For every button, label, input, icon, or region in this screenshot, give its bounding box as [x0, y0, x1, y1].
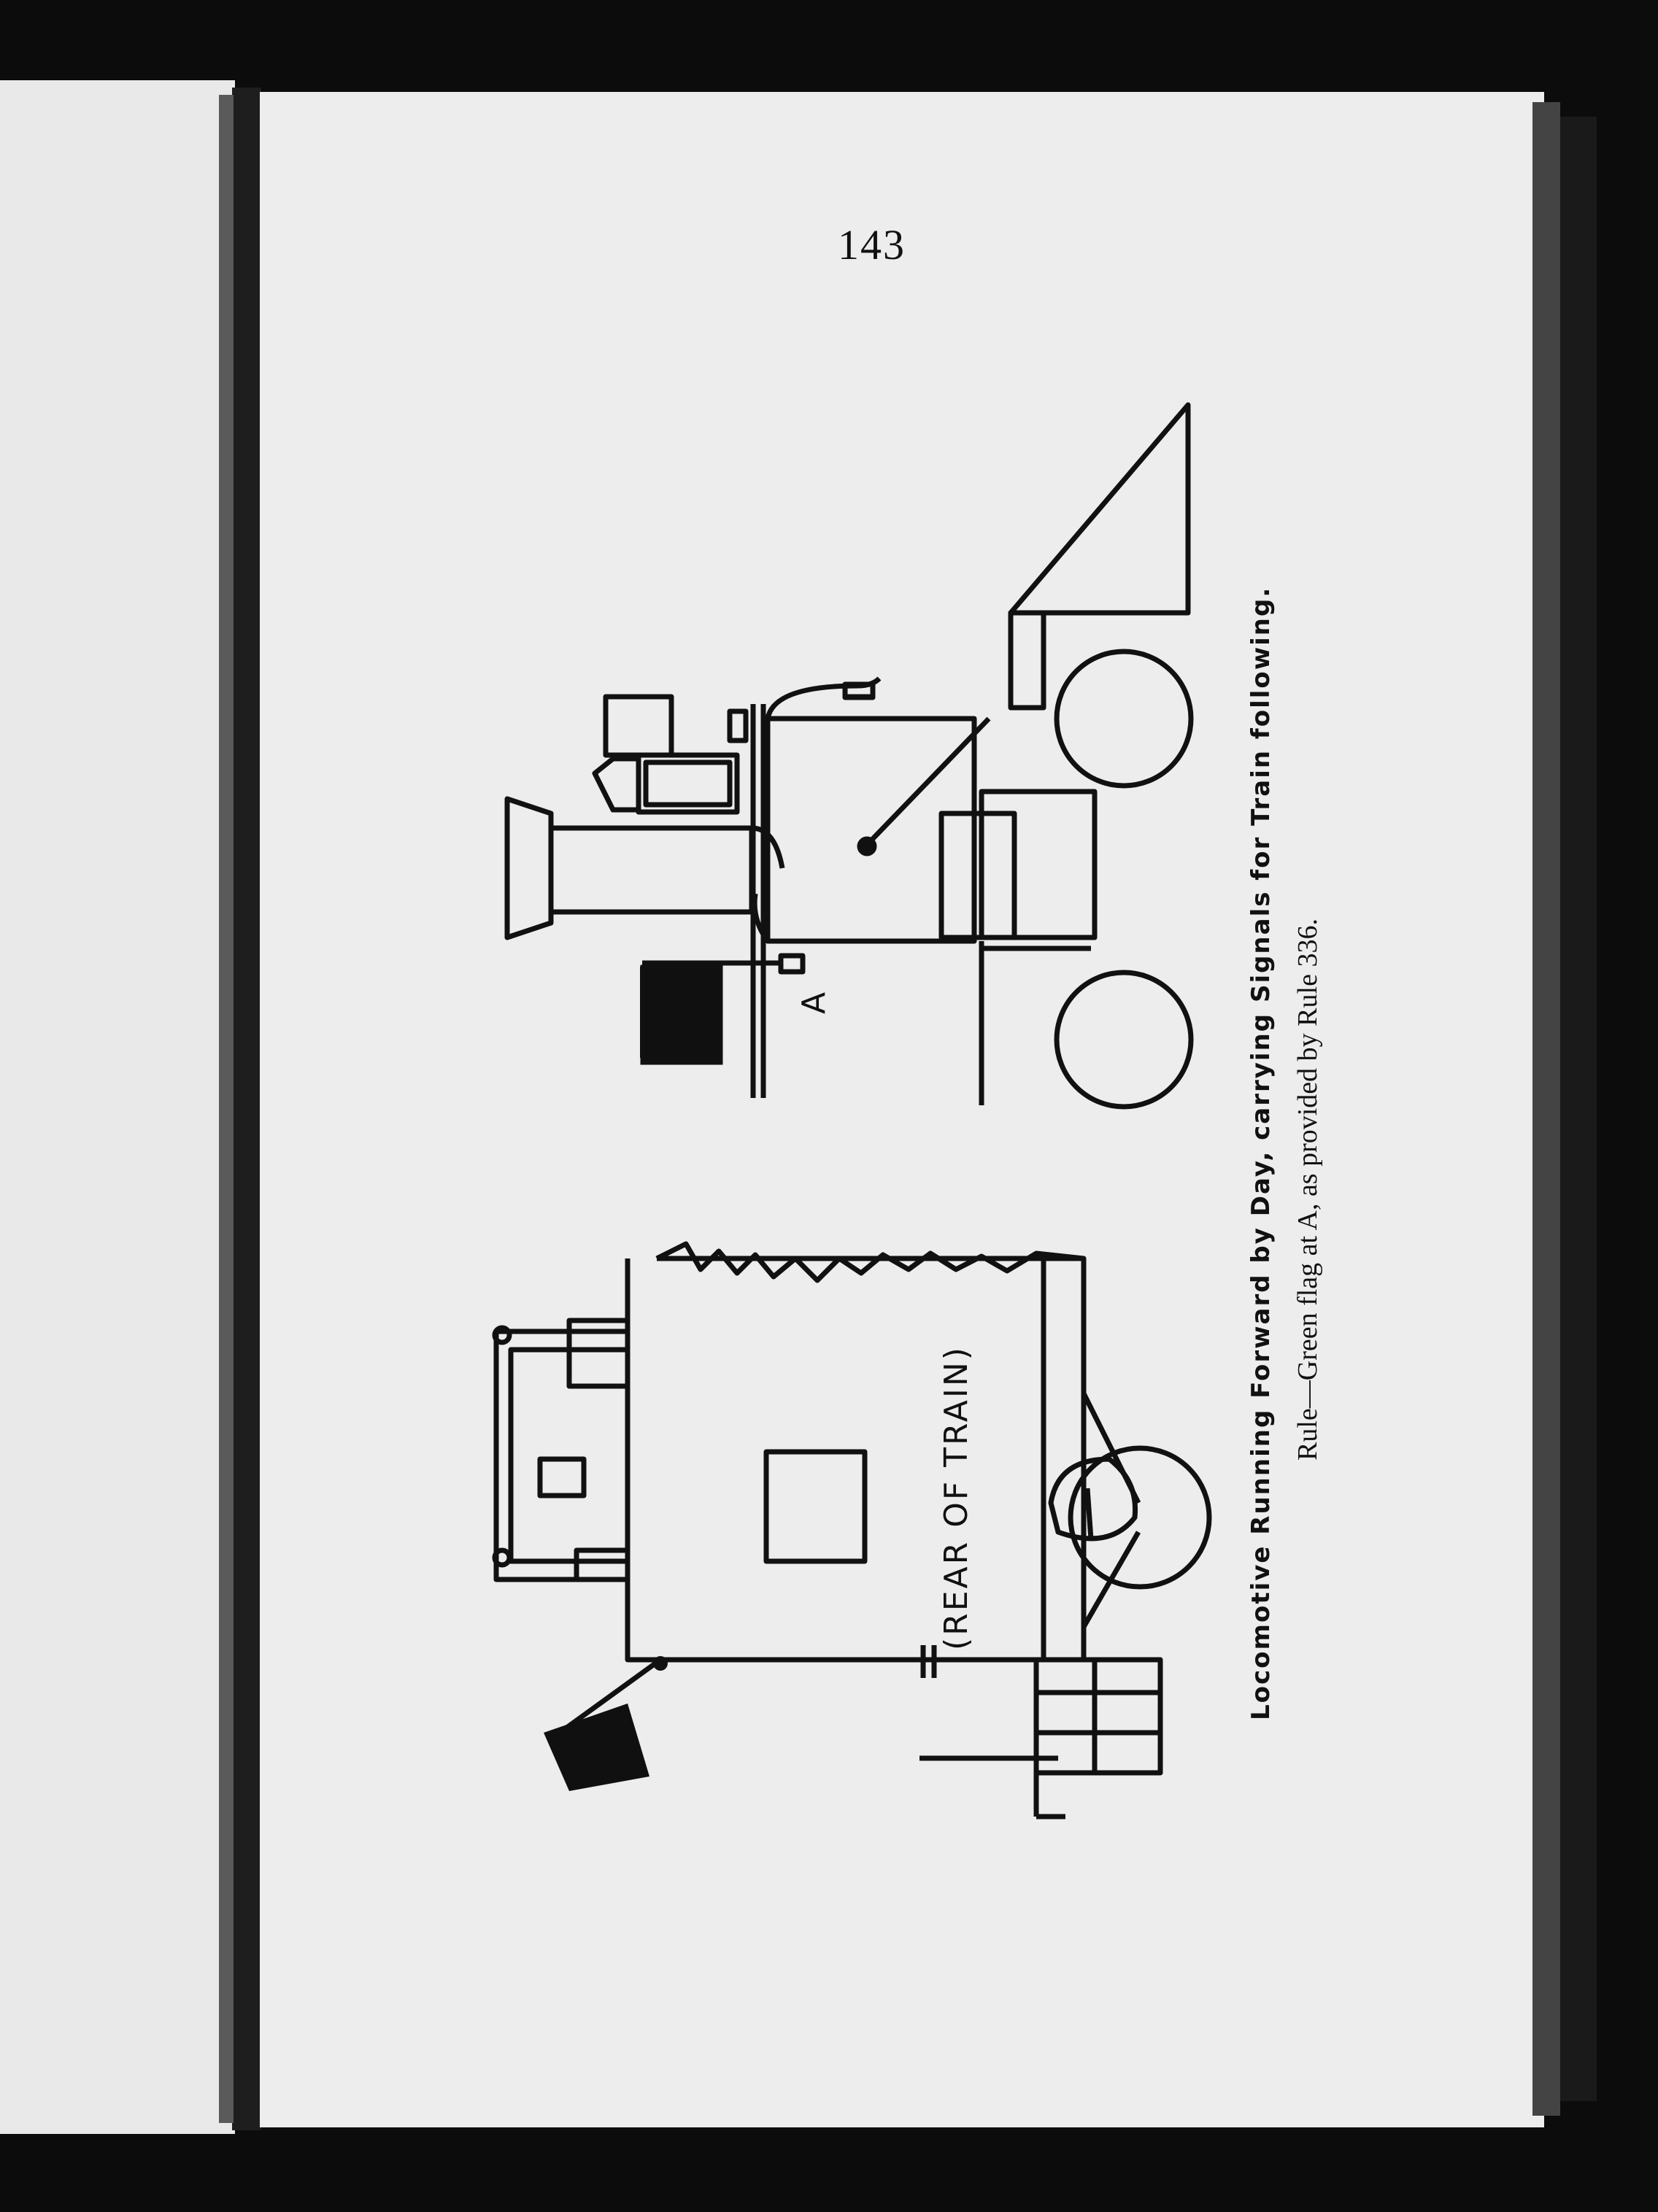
rear-of-train-label: (REAR OF TRAIN): [938, 1345, 975, 1650]
page-number: 143: [838, 221, 906, 268]
green-flag-at-a: [640, 964, 723, 1065]
side-rod: [865, 716, 991, 847]
rear-flag: [544, 1704, 649, 1791]
rule-note: Rule—Green flag at A, as provided by Rul…: [1292, 919, 1323, 1461]
marker-a-label: A: [795, 991, 833, 1014]
rear-of-train-drawing: [492, 1241, 1212, 1820]
right-page-edge: [1532, 102, 1560, 2116]
smokestack: [504, 796, 554, 940]
locomotive-drawing: [504, 402, 1194, 1110]
cylinder-block: [979, 789, 1098, 940]
main-page: [260, 92, 1544, 2127]
left-facing-page: [0, 80, 235, 2134]
front-wheel: [1054, 649, 1194, 789]
front-frame: [1008, 610, 1046, 711]
figure-caption: Locomotive Running Forward by Day, carry…: [1246, 586, 1276, 1720]
car-wheel: [1068, 1445, 1212, 1590]
rear-wheel: [1054, 970, 1194, 1110]
rear-platform: [1033, 1657, 1163, 1776]
cowcatcher: [1008, 402, 1191, 616]
smokebox: [765, 716, 977, 944]
gutter-shadow: [232, 88, 261, 2130]
